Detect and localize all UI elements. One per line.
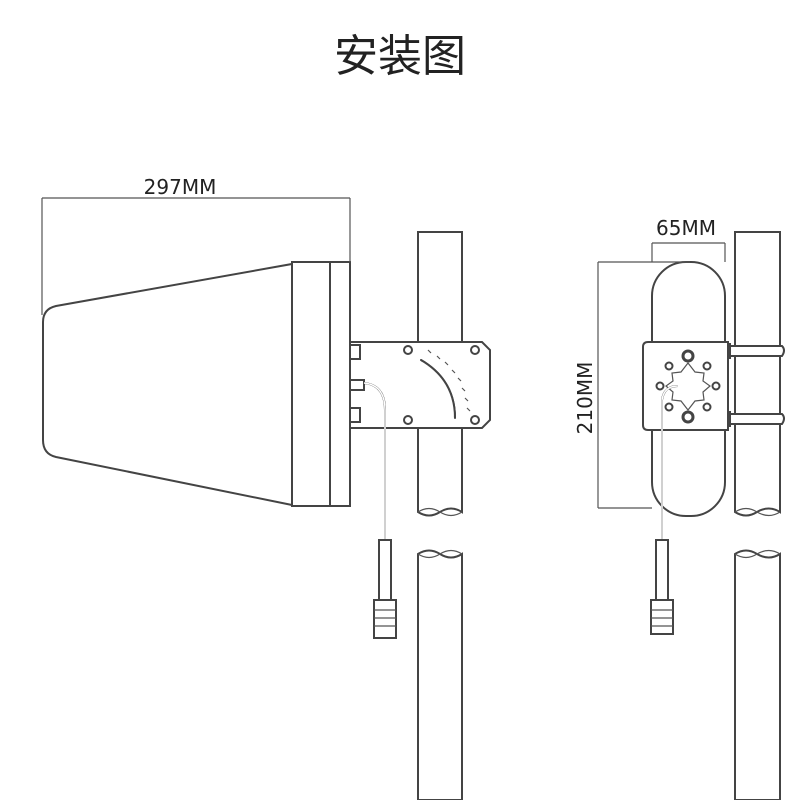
front-view: 65MM 210MM [573, 216, 785, 800]
angle-scale [427, 349, 471, 412]
plate-holes [655, 349, 721, 424]
dimension-width: 65MM [651, 216, 726, 262]
antenna-backplate [329, 261, 351, 507]
antenna-flange [291, 261, 331, 507]
bracket-bolts [349, 344, 480, 425]
pole-lower [417, 549, 463, 800]
dimension-width-label: 65MM [656, 216, 716, 240]
dimension-length-label: 297MM [144, 175, 217, 199]
pole-lower-right [734, 549, 781, 800]
cable-front [650, 385, 679, 635]
pole-upper-right [734, 231, 781, 517]
side-view: 297MM [41, 175, 491, 800]
n-connector [373, 539, 397, 639]
dimension-height: 210MM [573, 261, 690, 509]
dimension-length: 297MM [41, 175, 351, 315]
antenna-body [42, 262, 293, 507]
page-title: 安装图 [334, 31, 466, 82]
mounting-plate-front [642, 341, 729, 431]
dimension-height-label: 210MM [573, 362, 597, 435]
cable [349, 379, 386, 600]
